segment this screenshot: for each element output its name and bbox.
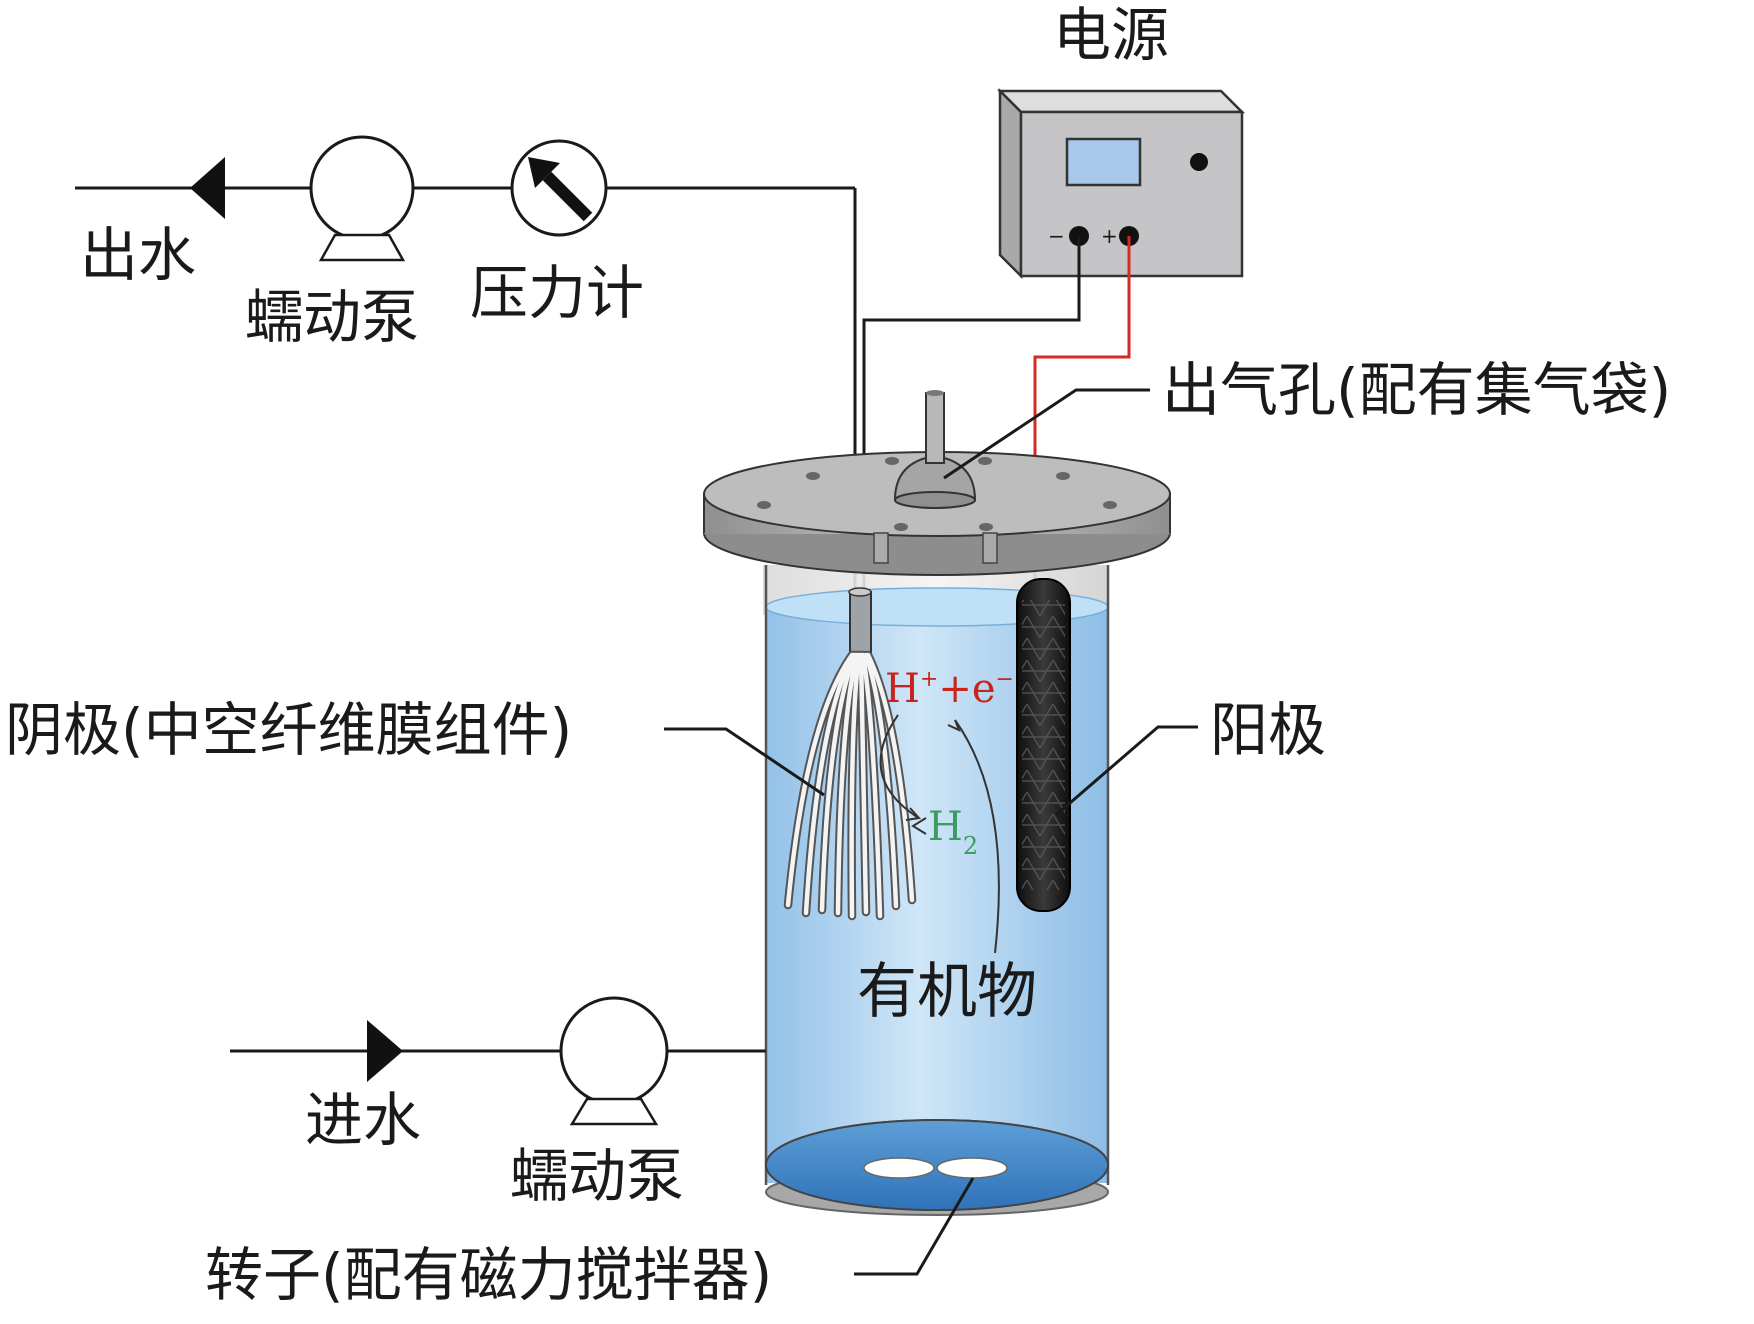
stirrer-label: 转子(配有磁力搅拌器) [205, 1241, 772, 1309]
anode-label: 阳极 [1210, 696, 1326, 764]
power-display-screen [1065, 137, 1142, 187]
gas-outlet-label: 出气孔(配有集气袋) [1162, 356, 1671, 424]
proton-electron-label: H++e− [885, 666, 1014, 712]
stirrer-leader [854, 1177, 975, 1276]
cathode-leader [664, 727, 825, 797]
bottom-pump-label: 蠕动泵 [510, 1142, 684, 1210]
outlet-water-label: 出水 [80, 221, 196, 289]
inlet-water-label: 进水 [305, 1086, 421, 1154]
anode-rod [1016, 578, 1071, 912]
reaction-arrows [879, 714, 1000, 954]
power-indicator-icon [1190, 153, 1208, 171]
top-pump-label: 蠕动泵 [245, 283, 419, 351]
anode-leader [1055, 725, 1198, 817]
outlet-arrow-icon [190, 157, 225, 219]
stir-bar-right-icon [936, 1157, 1008, 1179]
negative-terminal-label: − [1048, 224, 1065, 248]
gas-outlet-icon[interactable] [893, 390, 977, 509]
power-supply-box: − + [996, 87, 1246, 280]
top-peristaltic-pump-icon [309, 135, 415, 262]
stir-bar-left-icon [863, 1157, 935, 1179]
organics-label: 有机物 [857, 957, 1037, 1027]
positive-terminal-label: + [1101, 224, 1118, 248]
hydrogen-label: H2 [928, 804, 978, 860]
cathode-hollow-fiber-module [783, 587, 917, 921]
pressure-gauge-icon [510, 139, 608, 237]
cathode-label: 阴极(中空纤维膜组件) [5, 696, 572, 764]
power-supply-label: 电源 [1053, 1, 1169, 69]
bottom-peristaltic-pump-icon [559, 996, 669, 1126]
inlet-arrow-icon [367, 1020, 403, 1082]
gas-outlet-leader [943, 388, 1150, 480]
pressure-gauge-label: 压力计 [470, 259, 644, 327]
